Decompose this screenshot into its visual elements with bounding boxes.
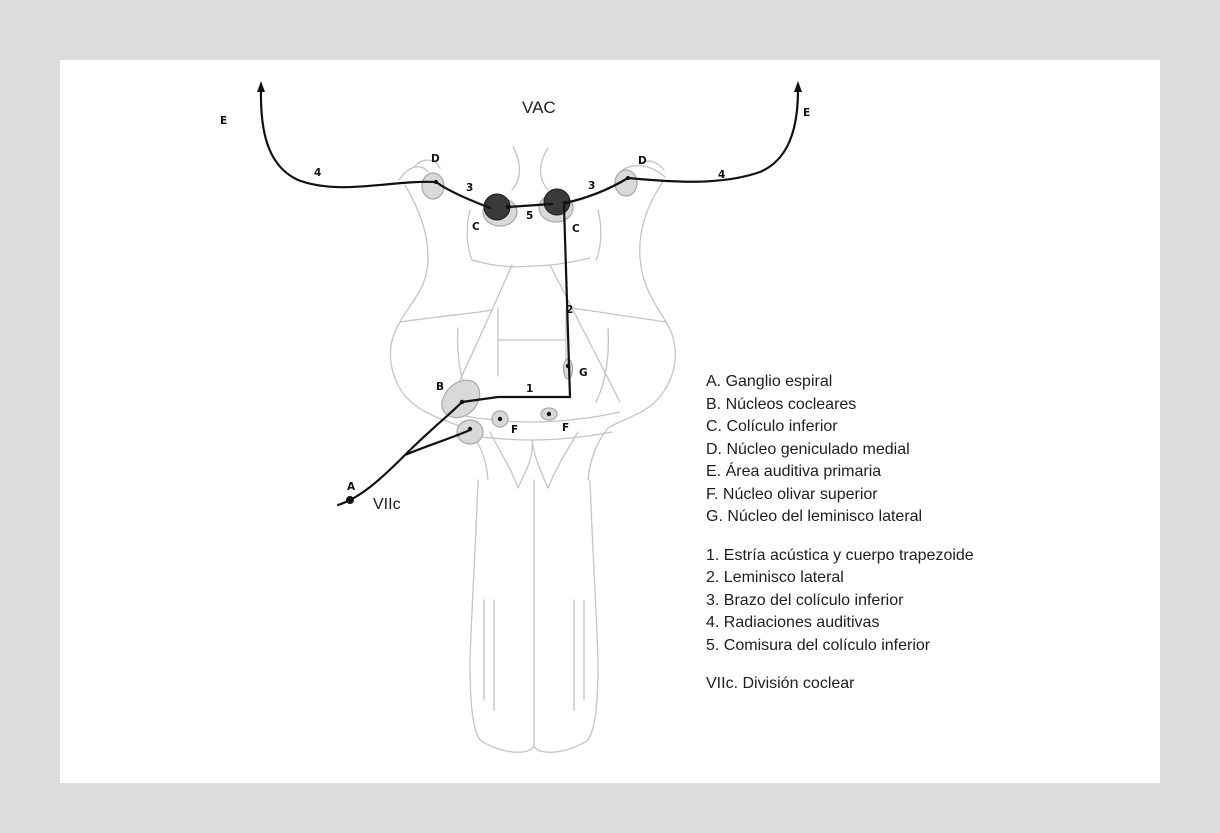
legend-pathway-4: 4. Radiaciones auditivas (706, 612, 974, 635)
marker-3-left: 3 (466, 182, 473, 194)
marker-a: A (347, 481, 356, 493)
legend-structure-f: F. Núcleo olivar superior (706, 484, 974, 507)
legend-gap (706, 657, 974, 673)
marker-3-right: 3 (588, 180, 595, 192)
marker-c-right: C (572, 223, 580, 235)
nucleus-b-dorsal (442, 380, 480, 417)
pathway-4-right (628, 90, 798, 182)
figure-panel: E E D D C C B A F F G 4 4 3 3 5 2 1 VAC … (60, 60, 1160, 783)
nerve-label: VIIc (373, 496, 401, 514)
legend-structure-b: B. Núcleos cocleares (706, 394, 974, 417)
marker-c-left: C (472, 221, 480, 233)
pathway-4-left (261, 90, 436, 187)
nucleus-b-ventral (457, 420, 483, 444)
marker-1: 1 (526, 383, 533, 395)
legend-structure-a: A. Ganglio espiral (706, 371, 974, 394)
marker-2: 2 (566, 304, 573, 316)
legend-structure-c: C. Colículo inferior (706, 416, 974, 439)
marker-4-left: 4 (314, 167, 321, 179)
marker-d-right: D (638, 155, 647, 167)
cochlear-nerve-branch (405, 430, 470, 455)
marker-b: B (436, 381, 444, 393)
legend-pathway-1: 1. Estría acústica y cuerpo trapezoide (706, 545, 974, 568)
marker-f-right: F (562, 422, 569, 434)
marker-g: G (579, 367, 588, 379)
marker-4-right: 4 (718, 169, 725, 181)
marker-e-left: E (220, 115, 227, 127)
marker-d-left: D (431, 153, 440, 165)
diagram-title: VAC (522, 98, 556, 118)
brainstem-outline (390, 147, 675, 752)
legend-nerve: VIIc. División coclear (706, 673, 974, 696)
cochlear-nerve (338, 402, 462, 505)
legend-pathway-3: 3. Brazo del colículo inferior (706, 590, 974, 613)
legend-structure-g: G. Núcleo del leminisco lateral (706, 506, 974, 529)
marker-5: 5 (526, 210, 533, 222)
legend-pathway-5: 5. Comisura del colículo inferior (706, 635, 974, 658)
arrowheads (257, 81, 802, 92)
legend-structure-e: E. Área auditiva primaria (706, 461, 974, 484)
marker-f-left: F (511, 424, 518, 436)
marker-e-right: E (803, 107, 810, 119)
auditory-pathway-diagram: E E D D C C B A F F G 4 4 3 3 5 2 1 (60, 60, 1160, 783)
legend: A. Ganglio espiral B. Núcleos cocleares … (706, 371, 974, 696)
arrow-left-up-icon (257, 81, 265, 92)
legend-structure-d: D. Núcleo geniculado medial (706, 439, 974, 462)
nucleus-dots (346, 176, 630, 504)
legend-gap (706, 529, 974, 545)
legend-pathway-2: 2. Leminisco lateral (706, 567, 974, 590)
arrow-right-up-icon (794, 81, 802, 92)
